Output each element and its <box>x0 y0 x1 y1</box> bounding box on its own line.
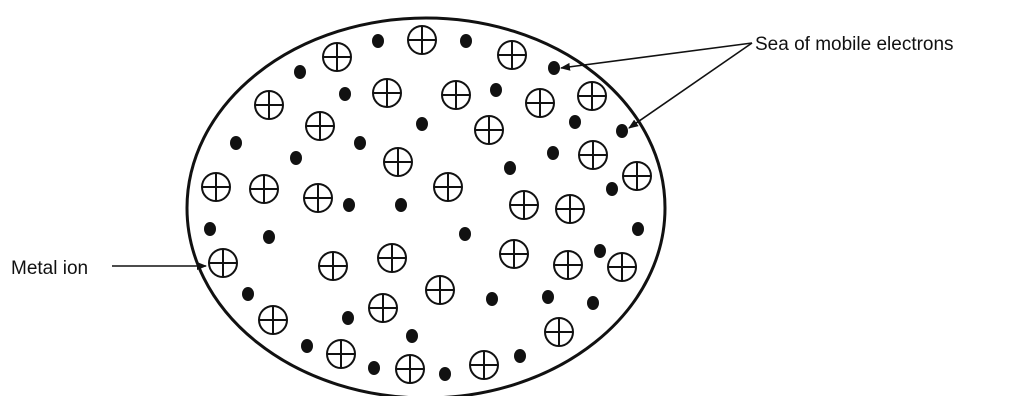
electron-dot-icon <box>459 227 471 241</box>
metal-ion-icon <box>556 195 584 223</box>
electron-dot-icon <box>548 61 560 75</box>
metal-ion-icon <box>378 244 406 272</box>
metal-ion-icon <box>250 175 278 203</box>
electron-dot-icon <box>594 244 606 258</box>
electron-dot-icon <box>460 34 472 48</box>
electron-dot-icon <box>632 222 644 236</box>
metal-ion-icon <box>369 294 397 322</box>
metal-ion-icon <box>554 251 582 279</box>
sea-arrow-1 <box>561 43 752 68</box>
metal-ion-icon <box>259 306 287 334</box>
electron-dot-icon <box>301 339 313 353</box>
metal-ion-icon <box>545 318 573 346</box>
electron-dot-icon <box>587 296 599 310</box>
metal-ion-icon <box>498 41 526 69</box>
metal-boundary <box>187 18 665 396</box>
metal-ion-icon <box>209 249 237 277</box>
electron-dot-icon <box>343 198 355 212</box>
metal-ion-icon <box>470 351 498 379</box>
metal-ion-icon <box>202 173 230 201</box>
metal-ion-icon <box>319 252 347 280</box>
electron-dot-icon <box>339 87 351 101</box>
electron-dot-icon <box>490 83 502 97</box>
electron-dot-icon <box>368 361 380 375</box>
metal-ion-icon <box>306 112 334 140</box>
electron-dot-icon <box>372 34 384 48</box>
metal-ion-icon <box>327 340 355 368</box>
metal-ion-icon <box>384 148 412 176</box>
sea-arrow-2 <box>629 43 752 128</box>
metal-ion-icon <box>578 82 606 110</box>
electron-dot-icon <box>514 349 526 363</box>
electron-dot-icon <box>290 151 302 165</box>
electron-dot-icon <box>616 124 628 138</box>
electron-dot-icon <box>416 117 428 131</box>
electron-dot-icon <box>242 287 254 301</box>
electron-dot-icon <box>504 161 516 175</box>
metal-ions-group <box>202 26 651 383</box>
metal-ion-icon <box>408 26 436 54</box>
electron-dot-icon <box>342 311 354 325</box>
electron-dot-icon <box>294 65 306 79</box>
metal-ion-icon <box>608 253 636 281</box>
metal-ion-icon <box>526 89 554 117</box>
electron-dot-icon <box>354 136 366 150</box>
metal-ion-icon <box>510 191 538 219</box>
electron-dot-icon <box>569 115 581 129</box>
metal-ion-icon <box>442 81 470 109</box>
electron-dot-icon <box>263 230 275 244</box>
metal-ion-icon <box>579 141 607 169</box>
electron-dot-icon <box>547 146 559 160</box>
metal-ion-icon <box>323 43 351 71</box>
metal-ion-icon <box>426 276 454 304</box>
metal-ion-icon <box>373 79 401 107</box>
metal-ion-icon <box>475 116 503 144</box>
sea-of-electrons-label: Sea of mobile electrons <box>755 35 954 54</box>
metal-ion-icon <box>255 91 283 119</box>
metal-ion-icon <box>396 355 424 383</box>
electron-dot-icon <box>439 367 451 381</box>
metal-ion-icon <box>304 184 332 212</box>
electron-dot-icon <box>486 292 498 306</box>
metal-ion-icon <box>623 162 651 190</box>
electron-dot-icon <box>230 136 242 150</box>
electron-dot-icon <box>542 290 554 304</box>
metal-ion-label: Metal ion <box>11 259 88 278</box>
electron-dot-icon <box>204 222 216 236</box>
electron-dot-icon <box>606 182 618 196</box>
metal-ion-icon <box>500 240 528 268</box>
electron-dot-icon <box>395 198 407 212</box>
metal-ion-icon <box>434 173 462 201</box>
electron-dot-icon <box>406 329 418 343</box>
